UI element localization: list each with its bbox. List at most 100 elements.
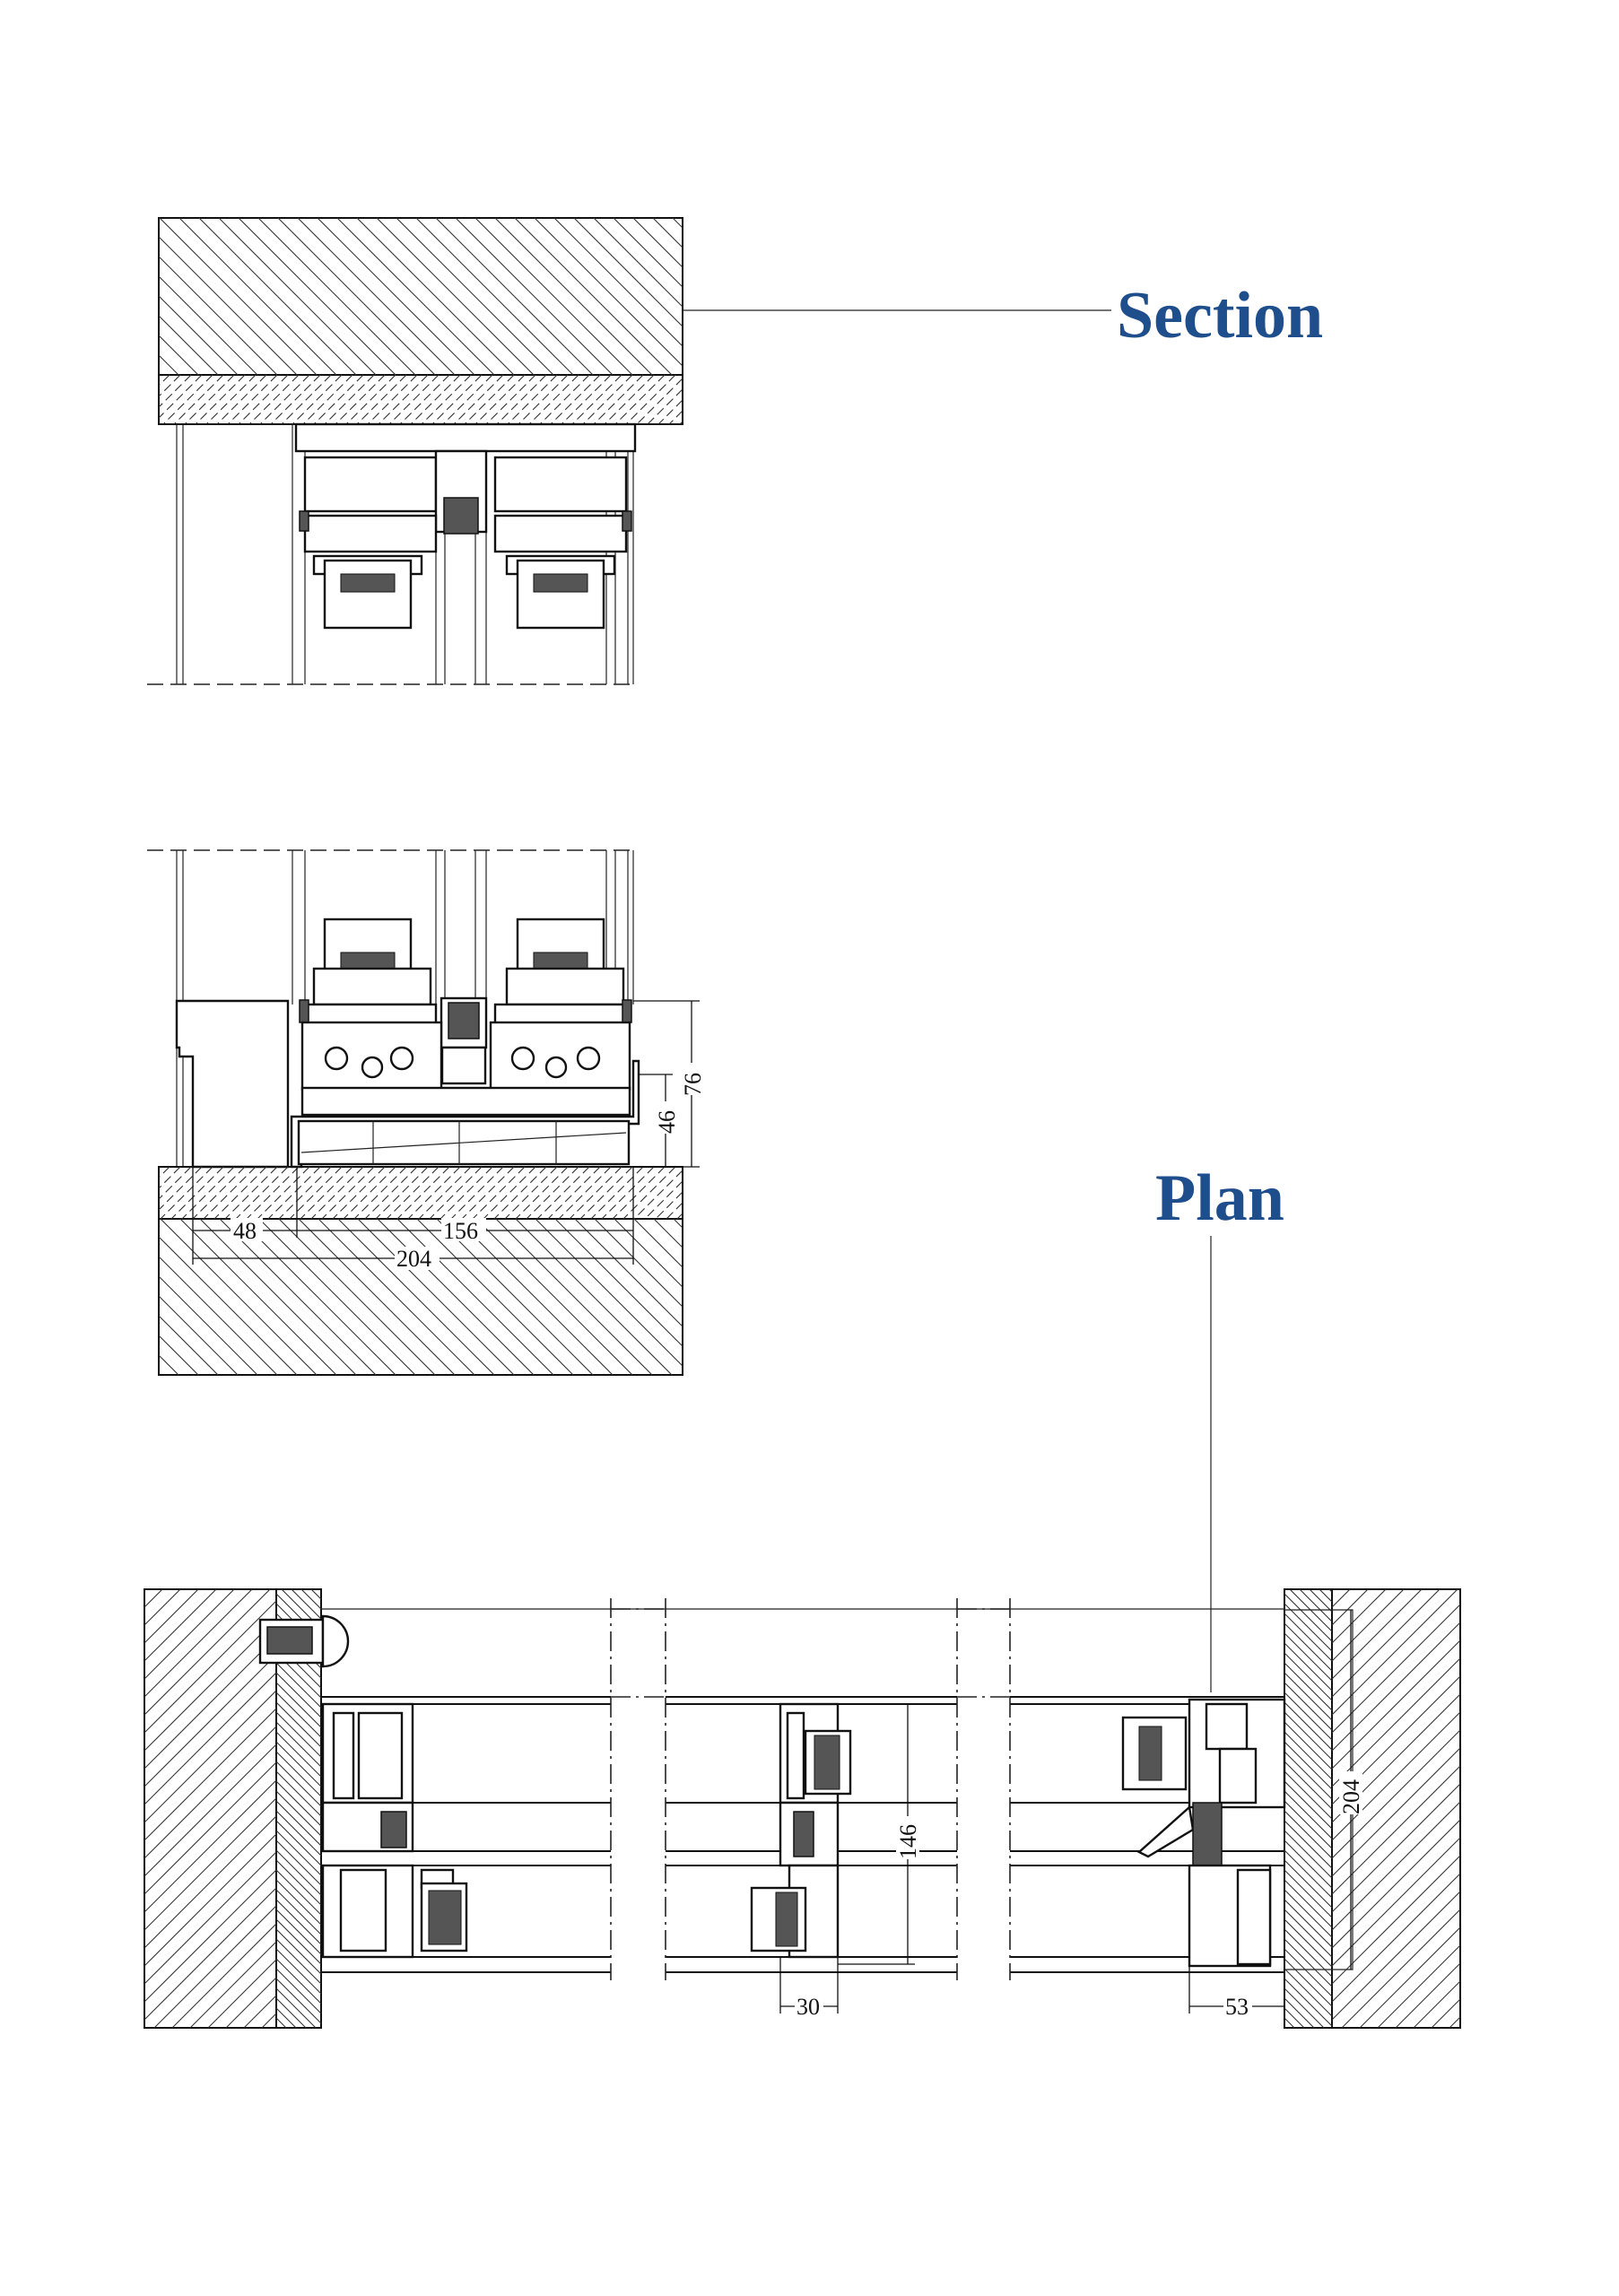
hatch-line bbox=[1284, 2017, 1295, 2029]
hatch-line bbox=[1284, 1770, 1333, 1820]
hatch-line bbox=[1284, 1968, 1333, 2017]
hatch-line bbox=[1284, 1810, 1333, 1859]
hatch-line bbox=[275, 1938, 322, 1985]
hatch-line bbox=[1284, 1938, 1333, 1987]
hatch-line bbox=[225, 1977, 277, 2029]
hatch-line bbox=[158, 374, 170, 387]
hatch-line bbox=[218, 217, 377, 376]
hatch-line bbox=[144, 1588, 271, 1716]
hatch-line bbox=[275, 1770, 322, 1817]
dim-48: 48 bbox=[233, 1218, 257, 1244]
hatch-line bbox=[158, 1256, 278, 1376]
hatch-line bbox=[313, 374, 364, 425]
plan-title: Plan bbox=[1155, 1161, 1284, 1235]
hatch-line bbox=[535, 1218, 683, 1367]
hatch-line bbox=[536, 1166, 590, 1220]
floor-hatching bbox=[158, 1166, 683, 1376]
hatch-line bbox=[336, 217, 495, 376]
hatch-line bbox=[496, 374, 547, 425]
section-title: Section bbox=[1117, 279, 1323, 352]
hatch-line bbox=[647, 388, 683, 425]
hatch-line bbox=[162, 374, 213, 425]
hatch-line bbox=[472, 1166, 526, 1220]
hatch-line bbox=[1284, 1997, 1315, 2029]
hatch-line bbox=[275, 1978, 322, 2024]
hatch-line bbox=[216, 374, 267, 425]
hatch-line bbox=[1284, 1741, 1333, 1790]
section-sill: 48 156 204 76 46 bbox=[147, 849, 706, 1376]
hatch-line bbox=[653, 1218, 683, 1248]
hatch-line bbox=[192, 1166, 246, 1220]
hatch-line bbox=[179, 1218, 337, 1376]
hatch-line bbox=[1331, 1588, 1387, 1644]
hatch-line bbox=[1331, 1819, 1461, 1949]
hatch-line bbox=[257, 1166, 310, 1220]
hatch-line bbox=[275, 1741, 322, 1787]
hatch-line bbox=[144, 1708, 277, 1841]
hatch-line bbox=[1284, 1622, 1333, 1672]
hatch-line bbox=[298, 1218, 456, 1376]
hatch-line bbox=[181, 1166, 235, 1220]
hatch-line bbox=[203, 1166, 257, 1220]
hatch-line bbox=[310, 1166, 364, 1220]
hatch-line bbox=[622, 1166, 676, 1220]
hatch-line bbox=[453, 374, 504, 425]
hatch-line bbox=[1331, 1657, 1461, 1787]
hatch-line bbox=[582, 374, 633, 425]
hatch-line bbox=[1331, 1588, 1351, 1608]
hatch-line bbox=[1284, 1790, 1333, 1839]
hatch-line bbox=[1284, 1632, 1333, 1682]
hatch-line bbox=[461, 1166, 515, 1220]
hatch-line bbox=[144, 1761, 277, 1895]
hatch-line bbox=[158, 1166, 203, 1211]
hatch-line bbox=[1331, 1588, 1405, 1662]
hatch-line bbox=[485, 374, 536, 425]
hatch-line bbox=[158, 1236, 298, 1376]
hatch-line bbox=[144, 1726, 277, 1859]
hatch-line bbox=[396, 1218, 554, 1376]
hatch-line bbox=[1331, 1783, 1461, 1913]
hatch-line bbox=[310, 1588, 322, 1600]
hatch-line bbox=[275, 1810, 322, 1857]
hatch-line bbox=[456, 1218, 614, 1376]
hatch-line bbox=[399, 374, 450, 425]
hatch-line bbox=[558, 1166, 612, 1220]
hatch-line bbox=[275, 2007, 297, 2029]
hatch-line bbox=[672, 217, 683, 229]
hatch-line bbox=[464, 374, 515, 425]
hatch-line bbox=[275, 1899, 322, 1945]
hatch-line bbox=[153, 1905, 277, 2029]
hatch-line bbox=[1331, 1801, 1461, 1931]
hatch-line bbox=[376, 217, 535, 376]
hatch-line bbox=[275, 1987, 317, 2029]
hatch-line bbox=[158, 1166, 181, 1189]
hatch-line bbox=[518, 374, 569, 425]
hatch-line bbox=[1284, 1909, 1333, 1958]
dim-30: 30 bbox=[796, 1994, 820, 2020]
hatch-line bbox=[666, 1202, 683, 1220]
hatch-line bbox=[158, 1166, 192, 1200]
hatch-line bbox=[189, 1941, 277, 2029]
hatch-line bbox=[318, 1218, 475, 1376]
hatch-line bbox=[158, 1295, 239, 1376]
hatch-line bbox=[144, 1600, 277, 1734]
hatch-line bbox=[302, 374, 353, 425]
hatch-line bbox=[652, 217, 683, 248]
hatch-line bbox=[1284, 1751, 1333, 1800]
hatch-line bbox=[144, 1588, 163, 1608]
hatch-line bbox=[158, 374, 203, 419]
hatch-line bbox=[450, 1166, 504, 1220]
hatch-line bbox=[493, 1166, 547, 1220]
hatch-line bbox=[364, 1166, 418, 1220]
hatch-line bbox=[1284, 1928, 1333, 1978]
hatch-line bbox=[378, 374, 429, 425]
hatch-line bbox=[475, 1218, 633, 1376]
hatch-line bbox=[1359, 1926, 1461, 2029]
hatch-line bbox=[416, 1218, 574, 1376]
hatch-line bbox=[171, 1923, 277, 2029]
hatch-line bbox=[655, 1191, 683, 1220]
hatch-line bbox=[275, 1790, 322, 1837]
wall-hatching bbox=[144, 1588, 1461, 2029]
hatch-line bbox=[275, 1869, 322, 1916]
